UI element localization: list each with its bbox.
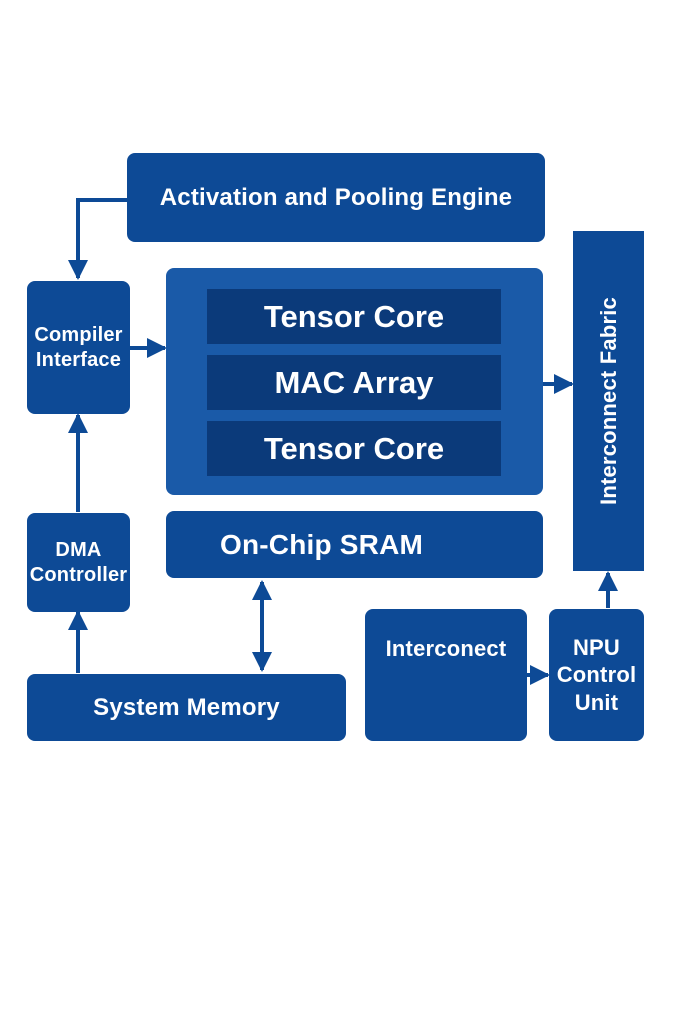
interconnect-fabric-label: Interconnect Fabric [595, 297, 621, 505]
activation-pooling-engine-label: Activation and Pooling Engine [159, 183, 513, 211]
on-chip-sram-label: On-Chip SRAM [220, 529, 424, 560]
compiler-interface-block: Compiler Interface [27, 281, 130, 414]
compiler-interface-label: Compiler Interface [34, 323, 123, 371]
npu-control-unit-label: NPU Control Unit [556, 634, 637, 715]
tensor-core-bottom-block: Tensor Core [207, 421, 501, 476]
system-memory-label: System Memory [93, 693, 280, 721]
arrow-activation-to-compiler [68, 198, 127, 280]
system-memory-block: System Memory [27, 674, 346, 741]
dma-controller-block: DMA Controller [27, 513, 130, 612]
tensor-core-top-block: Tensor Core [207, 289, 501, 344]
npu-control-unit-block: NPU Control Unit [549, 609, 644, 741]
interconnect-label: Interconect [385, 636, 507, 661]
interconnect-block: Interconect [365, 609, 527, 741]
tensor-core-top-label: Tensor Core [263, 298, 445, 334]
on-chip-sram-block: On-Chip SRAM [166, 511, 543, 578]
activation-pooling-engine-block: Activation and Pooling Engine [127, 153, 545, 242]
mac-array-block: MAC Array [207, 355, 501, 410]
dma-controller-label: DMA Controller [29, 538, 128, 586]
mac-array-label: MAC Array [274, 364, 434, 400]
interconnect-fabric-block: Interconnect Fabric [573, 231, 644, 571]
tensor-core-bottom-label: Tensor Core [263, 430, 445, 466]
